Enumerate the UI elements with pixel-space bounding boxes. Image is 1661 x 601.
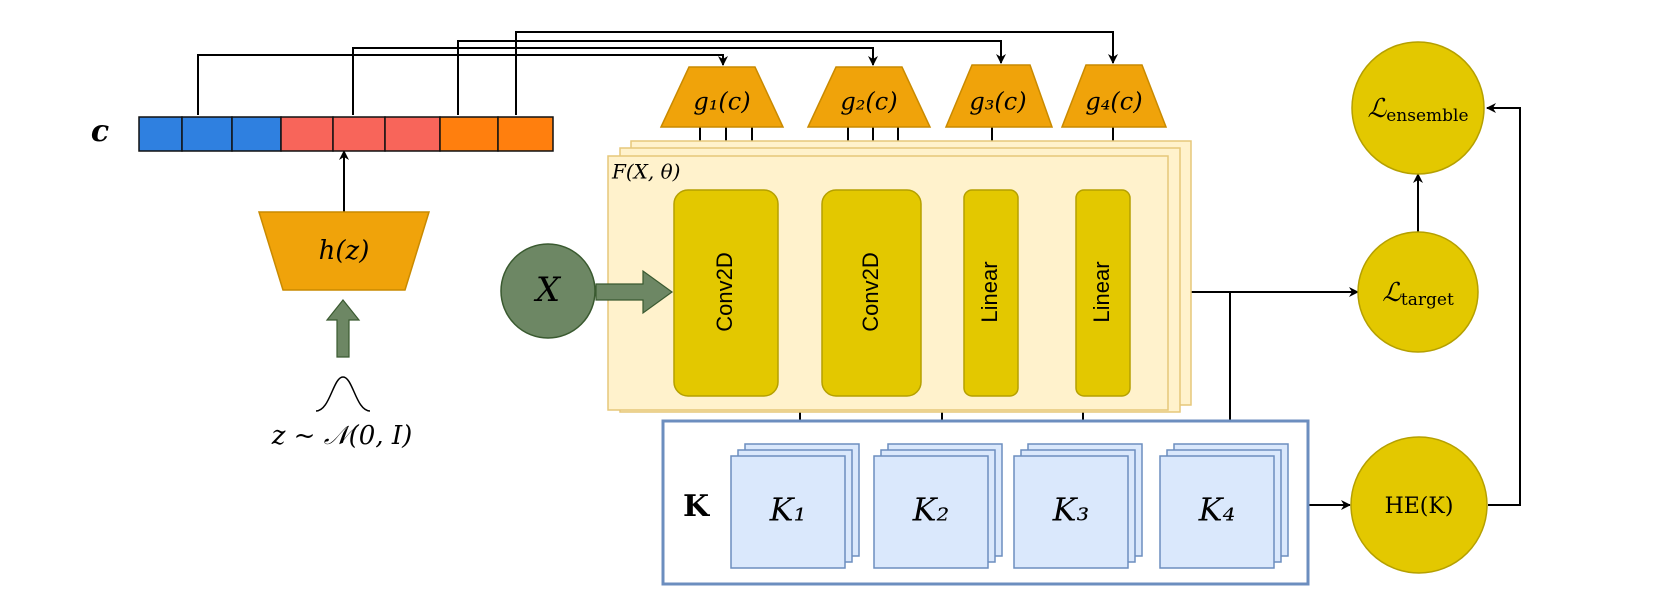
context-label: c xyxy=(91,114,109,149)
generators: g₁(c) g₂(c) g₃(c) g₄(c) xyxy=(659,64,1168,128)
kernel-card xyxy=(730,455,846,569)
layer-1-label: Conv2D xyxy=(712,252,737,331)
h-trapezoid xyxy=(257,211,431,291)
hypernet-h: h(z) z ~ 𝒩(0, I) xyxy=(257,211,431,451)
input-label: X xyxy=(533,270,562,310)
kernel-label-3: K₃ xyxy=(1052,491,1090,529)
conn-c-g3 xyxy=(457,40,1006,115)
context-segment xyxy=(280,116,334,152)
layer-2-label: Conv2D xyxy=(858,252,883,331)
generator-3-label: g₃(c) xyxy=(969,88,1026,116)
he-node xyxy=(1350,436,1488,574)
kernel-label-1: K₁ xyxy=(769,491,807,529)
layer-3 xyxy=(963,189,1019,397)
input-x: X xyxy=(500,243,674,339)
he-label: HE(K) xyxy=(1385,494,1454,519)
generator-4-label: g₄(c) xyxy=(1085,88,1142,116)
generator-1 xyxy=(659,66,785,128)
conn-he-lens xyxy=(1486,103,1521,506)
layer-4 xyxy=(1075,189,1131,397)
context-segment xyxy=(231,116,282,152)
loss-ensemble-sub: ensemble xyxy=(1386,106,1468,126)
kernel-group: K K₁ K₂ K₃ K₄ xyxy=(661,419,1310,586)
input-arrow xyxy=(595,269,674,315)
kernel-card xyxy=(1013,455,1129,569)
noise-label: z ~ 𝒩(0, I) xyxy=(271,421,413,451)
conn-c-g1 xyxy=(197,54,728,115)
generator-2-label: g₂(c) xyxy=(840,88,897,116)
layers: Conv2D Conv2D Linear Linear xyxy=(673,189,1131,397)
generator-1-label: g₁(c) xyxy=(693,88,750,116)
loss-target-main: ℒ xyxy=(1382,278,1402,308)
loss-target-sub: target xyxy=(1401,290,1454,310)
kernel-label-4: K₄ xyxy=(1198,491,1236,529)
context-segment xyxy=(439,116,499,152)
loss-target-label: ℒtarget xyxy=(1382,278,1454,310)
generator-3 xyxy=(944,64,1054,128)
loss-ensemble-main: ℒ xyxy=(1367,94,1387,124)
generator-4 xyxy=(1060,64,1168,128)
kernel-card xyxy=(1159,455,1275,569)
generator-2 xyxy=(806,66,932,128)
context-segment xyxy=(181,116,233,152)
kernel-label-2: K₂ xyxy=(912,491,950,529)
layer-1 xyxy=(673,189,779,397)
frame-label: F(X, θ) xyxy=(611,160,680,184)
loss-ensemble-node xyxy=(1351,41,1485,175)
layer-3-label: Linear xyxy=(977,261,1002,322)
input-node xyxy=(500,243,596,339)
context-segment xyxy=(384,116,441,152)
kernel-stack-2: K₂ xyxy=(873,443,1003,569)
kernel-group-label: K xyxy=(683,489,710,524)
kernel-card xyxy=(873,455,989,569)
h-label: h(z) xyxy=(319,236,370,266)
gaussian-icon xyxy=(315,376,371,412)
context-vector: c xyxy=(91,114,554,152)
kernel-stack-4: K₄ xyxy=(1159,443,1289,569)
kernel-stack-3: K₃ xyxy=(1013,443,1143,569)
conn-c-g4 xyxy=(515,31,1118,115)
layer-4-label: Linear xyxy=(1089,261,1114,322)
conn-c-g2 xyxy=(352,47,878,115)
kernel-stack-1: K₁ xyxy=(730,443,860,569)
loss-target-node xyxy=(1357,231,1479,353)
loss-nodes: ℒensemble ℒtarget HE(K) xyxy=(1350,41,1488,574)
context-segment xyxy=(497,116,554,152)
layer-2 xyxy=(821,189,922,397)
context-segment xyxy=(332,116,386,152)
loss-ensemble-label: ℒensemble xyxy=(1367,94,1468,126)
context-segment xyxy=(138,116,183,152)
noise-arrow xyxy=(325,299,361,358)
